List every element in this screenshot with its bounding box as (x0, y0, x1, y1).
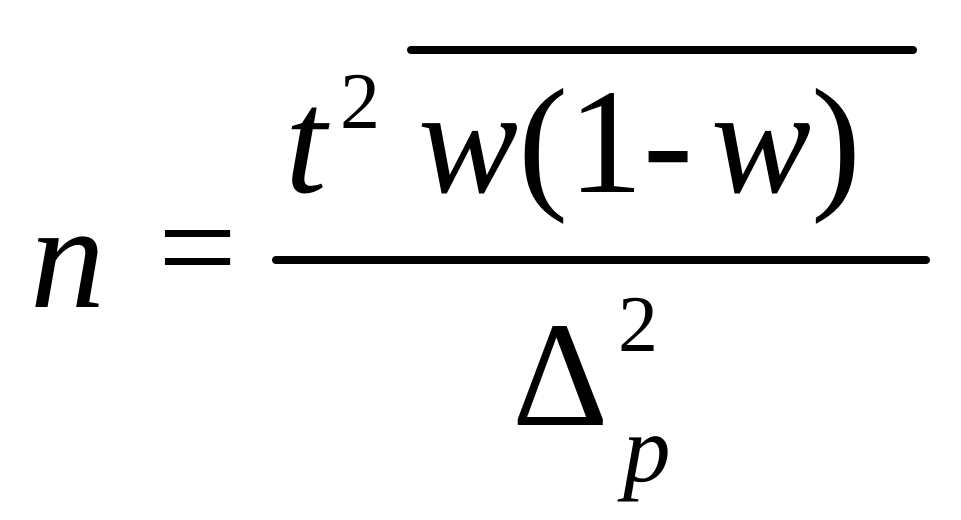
numerator-t-exponent: 2 (340, 58, 380, 146)
denominator-exponent: 2 (618, 281, 658, 369)
close-paren: ) (811, 59, 861, 225)
open-paren: ( (518, 59, 569, 225)
minus-sign: - (643, 59, 693, 225)
equals-sign: = (158, 170, 237, 325)
radicand-one: 1 (568, 59, 644, 225)
lhs-variable-n: n (30, 174, 105, 340)
numerator-t: t (285, 59, 327, 225)
fraction-bar (272, 256, 930, 264)
overlined-expression: w(1-w) (418, 67, 861, 217)
overline-bar (407, 46, 917, 54)
radicand-w: w (418, 59, 519, 225)
radicand-w-second: w (710, 59, 812, 225)
denominator-subscript-p: p (623, 396, 671, 502)
denominator-delta: Δ (512, 292, 609, 458)
